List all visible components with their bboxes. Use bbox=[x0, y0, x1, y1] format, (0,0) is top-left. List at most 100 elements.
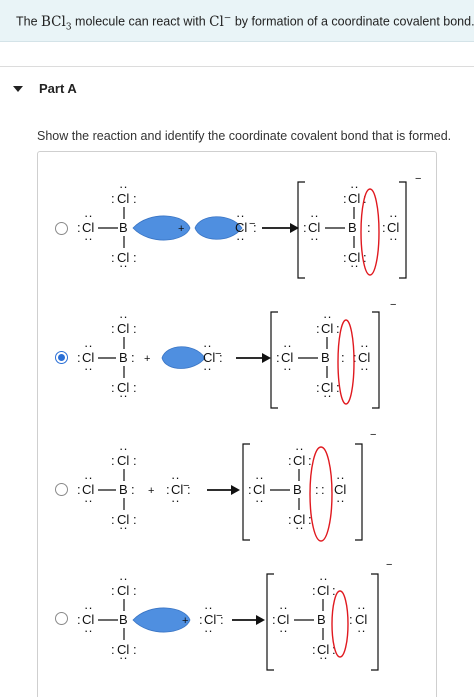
svg-text::: : bbox=[343, 250, 347, 265]
svg-text::: : bbox=[77, 350, 81, 365]
svg-text:··: ·· bbox=[171, 493, 180, 508]
product-charge: − bbox=[415, 173, 421, 185]
svg-text:··: ·· bbox=[204, 623, 213, 638]
svg-text:··: ·· bbox=[203, 338, 212, 353]
svg-text:+: + bbox=[144, 353, 150, 365]
svg-text:Cl: Cl bbox=[117, 512, 129, 527]
svg-text:Cl: Cl bbox=[117, 321, 129, 336]
empty-orbital-shape bbox=[132, 215, 191, 241]
svg-text:Cl: Cl bbox=[117, 380, 129, 395]
part-a-header[interactable]: Part A bbox=[0, 66, 474, 110]
svg-text::: : bbox=[253, 220, 257, 235]
svg-text:Cl: Cl bbox=[293, 453, 305, 468]
svg-text:··: ·· bbox=[279, 600, 288, 615]
svg-text::: : bbox=[77, 482, 81, 497]
svg-text::: : bbox=[332, 642, 336, 657]
svg-text:B: B bbox=[293, 482, 302, 497]
chloride-charge: − bbox=[249, 218, 255, 230]
svg-text:Cl: Cl bbox=[387, 220, 399, 235]
svg-text:··: ·· bbox=[360, 338, 369, 353]
svg-text:B: B bbox=[317, 612, 326, 627]
svg-text::: : bbox=[308, 453, 312, 468]
radio-option-3[interactable] bbox=[55, 483, 68, 496]
svg-text:··: ·· bbox=[310, 208, 319, 223]
svg-text:··: ·· bbox=[255, 470, 264, 485]
svg-text:··: ·· bbox=[279, 623, 288, 638]
svg-text:Cl: Cl bbox=[348, 250, 360, 265]
svg-text:Cl: Cl bbox=[355, 612, 367, 627]
svg-text:··: ·· bbox=[336, 493, 345, 508]
svg-text:··: ·· bbox=[319, 650, 328, 665]
svg-text:··: ·· bbox=[84, 231, 93, 246]
svg-text:··: ·· bbox=[171, 470, 180, 485]
svg-text:B: B bbox=[119, 612, 128, 627]
plus-sign: + bbox=[178, 223, 184, 235]
svg-text:Cl: Cl bbox=[203, 350, 215, 365]
svg-text:Cl: Cl bbox=[317, 642, 329, 657]
svg-text:Cl: Cl bbox=[253, 482, 265, 497]
svg-text:−: − bbox=[390, 299, 396, 311]
svg-text:··: ·· bbox=[84, 493, 93, 508]
reaction-option-2[interactable]: :Cl: ·· :Cl ···· B : :Cl: ·· + ·· Cl − :… bbox=[0, 299, 474, 425]
svg-text:··: ·· bbox=[119, 179, 128, 194]
svg-text:Cl: Cl bbox=[334, 482, 346, 497]
svg-text:··: ·· bbox=[119, 441, 128, 456]
svg-text::: : bbox=[111, 250, 115, 265]
svg-text::: : bbox=[111, 321, 115, 336]
cl-top-label: Cl bbox=[117, 191, 129, 206]
svg-text::: : bbox=[336, 321, 340, 336]
svg-text::: : bbox=[332, 583, 336, 598]
reaction-option-4[interactable]: :Cl: ·· :Cl ···· B :Cl: ·· + : ·· Cl − :… bbox=[0, 559, 474, 687]
svg-text:··: ·· bbox=[389, 231, 398, 246]
chloride-label: Cl bbox=[235, 220, 247, 235]
highlight-ellipse bbox=[360, 188, 380, 276]
svg-text:··: ·· bbox=[336, 470, 345, 485]
svg-text:−: − bbox=[216, 610, 222, 622]
reaction-option-1[interactable]: Cl :: ·· : Cl ···· B Cl :: ·· + ·· Cl − … bbox=[0, 170, 474, 295]
svg-text:Cl: Cl bbox=[82, 612, 94, 627]
svg-text::: : bbox=[111, 191, 115, 206]
svg-text:Cl: Cl bbox=[82, 350, 94, 365]
radio-option-2[interactable] bbox=[55, 351, 68, 364]
svg-text::: : bbox=[272, 612, 276, 627]
radio-option-4[interactable] bbox=[55, 612, 68, 625]
svg-text:··: ·· bbox=[350, 179, 359, 194]
cl-bottom-label: Cl bbox=[117, 250, 129, 265]
svg-text:··: ·· bbox=[236, 208, 245, 223]
svg-text::: : bbox=[131, 482, 135, 497]
caret-down-icon[interactable] bbox=[13, 86, 23, 92]
svg-text::: : bbox=[308, 512, 312, 527]
radio-option-1[interactable] bbox=[55, 222, 68, 235]
reaction-option-3[interactable]: :Cl: ·· :Cl ···· B : :Cl: ·· + : ·· Cl −… bbox=[0, 429, 474, 557]
svg-text::: : bbox=[133, 453, 137, 468]
svg-text:··: ·· bbox=[119, 309, 128, 324]
lone-pair-orbital bbox=[194, 216, 243, 240]
svg-text::: : bbox=[220, 612, 224, 627]
svg-text:Cl: Cl bbox=[358, 350, 370, 365]
svg-text:Cl: Cl bbox=[348, 191, 360, 206]
svg-text::: : bbox=[349, 612, 353, 627]
svg-text::: : bbox=[133, 583, 137, 598]
svg-text::: : bbox=[353, 350, 357, 365]
svg-text:B: B bbox=[119, 482, 128, 497]
answer-choices bbox=[37, 151, 437, 697]
svg-text::: : bbox=[111, 453, 115, 468]
svg-text:··: ·· bbox=[204, 600, 213, 615]
svg-text:Cl: Cl bbox=[82, 482, 94, 497]
question-text: Show the reaction and identify the coord… bbox=[37, 129, 452, 143]
svg-text::: : bbox=[288, 453, 292, 468]
svg-text::: : bbox=[312, 583, 316, 598]
svg-text::: : bbox=[341, 350, 345, 365]
svg-text:··: ·· bbox=[119, 650, 128, 665]
svg-text::: : bbox=[315, 482, 319, 497]
svg-text::: : bbox=[111, 583, 115, 598]
bcl3-formula: BCl3 bbox=[41, 13, 72, 33]
empty-orbital-shape bbox=[132, 607, 191, 633]
highlight-ellipse bbox=[309, 446, 333, 542]
svg-text::: : bbox=[133, 250, 137, 265]
svg-text::: : bbox=[219, 350, 223, 365]
svg-text:··: ·· bbox=[84, 361, 93, 376]
svg-text::: : bbox=[316, 321, 320, 336]
svg-text:··: ·· bbox=[203, 361, 212, 376]
svg-text::: : bbox=[166, 482, 170, 497]
